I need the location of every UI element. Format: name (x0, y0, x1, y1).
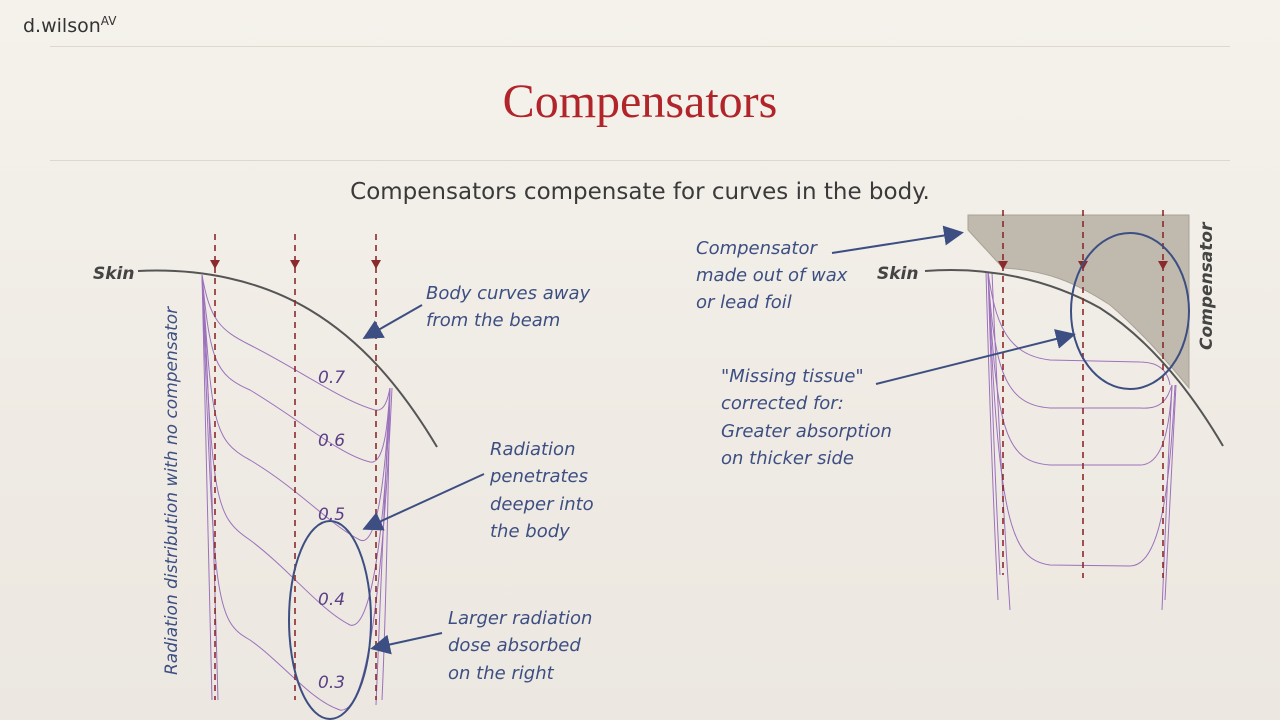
left-diagram: Skin Radiation distribution with no comp… (93, 234, 599, 720)
compensator-block (967, 214, 1190, 390)
isodose-edge-right-l1 (987, 271, 1001, 576)
isodose-line-right-2 (987, 271, 1173, 409)
isodose-edge-right-l2 (991, 271, 1011, 611)
isodose-edge-left-a (201, 274, 213, 701)
isodose-line-0.3 (201, 274, 393, 711)
left-isodose-lines (201, 274, 393, 711)
left-annotation-arrows (362, 304, 485, 655)
isodose-line-right-3 (987, 271, 1173, 466)
isodose-value-0.3: 0.3 (318, 673, 345, 693)
right-skin-label: Skin (877, 264, 918, 284)
right-diagram: Skin Compensator Compensator made out of… (696, 210, 1224, 611)
isodose-line-0.4 (201, 274, 391, 626)
isodose-value-0.6: 0.6 (318, 431, 345, 451)
left-skin-curve (137, 269, 438, 448)
note-missing-tissue: "Missing tissue" corrected for: Greater … (721, 366, 898, 469)
brand-logo: d.wilsonAV (23, 14, 117, 37)
isodose-edge-right-b (381, 387, 391, 701)
isodose-edge-right-r1 (1161, 384, 1173, 611)
left-beam-lines (214, 234, 377, 700)
slide-subtitle: Compensators compensate for curves in th… (350, 179, 930, 205)
left-beam-arrows (210, 260, 381, 269)
right-isodose-lines (985, 271, 1177, 611)
left-vertical-label: Radiation distribution with no compensat… (162, 306, 182, 675)
right-highlight-ellipse (1070, 232, 1190, 390)
top-divider (50, 46, 1230, 47)
note-compensator-material: Compensator made out of wax or lead foil (696, 238, 853, 313)
slide-title: Compensators (502, 75, 778, 128)
right-skin-curve (924, 269, 1224, 447)
isodose-edge-right-r2 (1164, 384, 1177, 601)
isodose-value-0.7: 0.7 (318, 368, 345, 388)
isodose-value-0.4: 0.4 (318, 590, 345, 610)
right-beam-lines (1002, 210, 1164, 578)
isodose-value-0.5: 0.5 (318, 505, 345, 525)
isodose-edge-right-l3 (985, 271, 999, 601)
isodose-edge-right-a (375, 387, 391, 706)
isodose-edge-left-b (201, 274, 219, 701)
isodose-line-right-1 (987, 271, 1171, 386)
note-larger-dose: Larger radiation dose absorbed on the ri… (448, 608, 598, 684)
compensator-label: Compensator (1197, 221, 1217, 350)
isodose-line-0.5 (201, 274, 391, 541)
isodose-line-0.7 (201, 274, 391, 411)
note-penetrates: Radiation penetrates deeper into the bod… (489, 439, 599, 542)
title-divider (50, 160, 1230, 161)
left-skin-label: Skin (93, 264, 134, 284)
right-annotation-arrows (831, 225, 1076, 385)
note-body-curves: Body curves away from the beam (426, 283, 596, 331)
left-highlight-ellipse (288, 520, 372, 720)
